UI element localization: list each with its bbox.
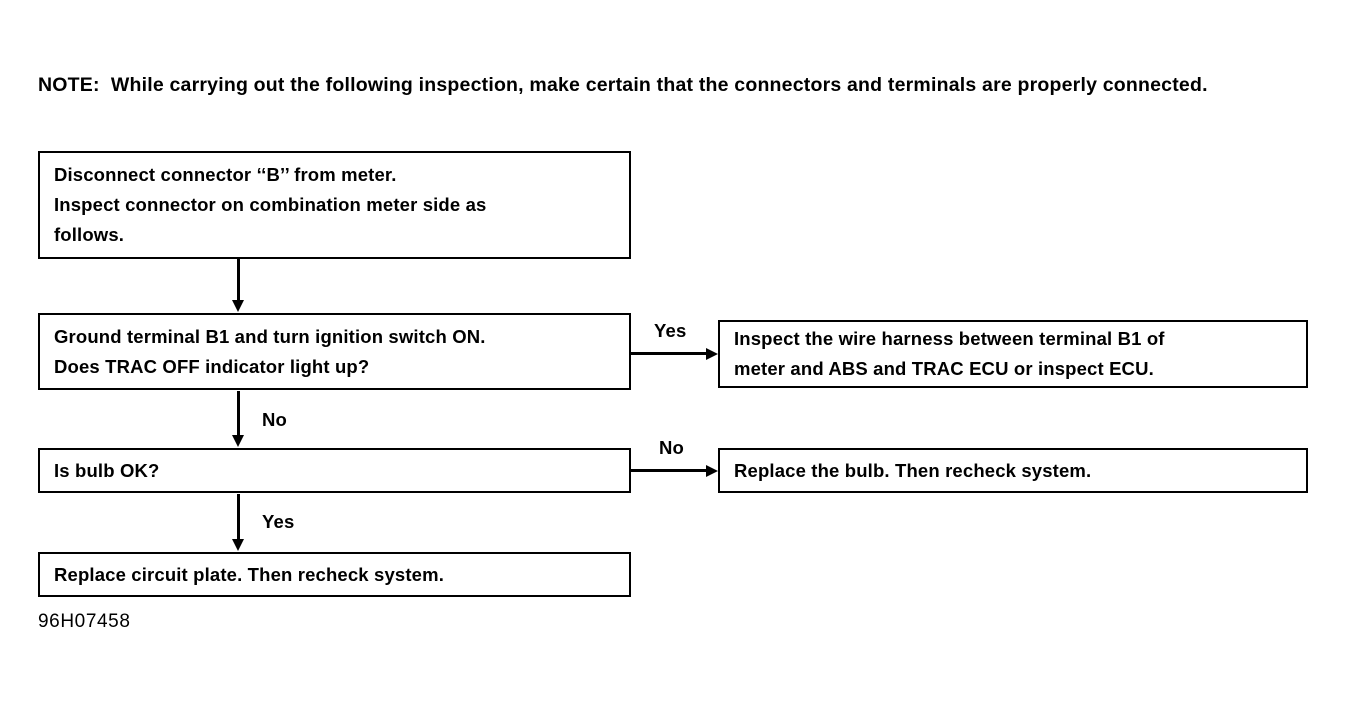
flow-box-inspect-wire-harness: Inspect the wire harness between termina… <box>718 320 1308 388</box>
connector-ground-to-harness-line <box>631 352 711 355</box>
branch-label-bulb-no: No <box>659 437 685 458</box>
connector-bulb-to-replacebulb-line <box>631 469 711 472</box>
flow-box-ground-terminal-b1: Ground terminal B1 and turn ignition swi… <box>38 313 631 390</box>
note-paragraph: NOTE: While carrying out the following i… <box>38 74 1208 96</box>
branch-label-ground-no: No <box>262 409 288 430</box>
flow-box-replace-circuit-plate: Replace circuit plate. Then recheck syst… <box>38 552 631 597</box>
flow-box-disconnect-connector: Disconnect connector ‘‘B’’ from meter. I… <box>38 151 631 259</box>
branch-label-bulb-yes: Yes <box>262 511 295 532</box>
figure-code-caption: 96H07458 <box>38 611 131 632</box>
connector-bulb-to-circuit-line <box>237 494 240 541</box>
branch-label-ground-yes: Yes <box>654 320 687 341</box>
arrow-down-icon-disconnect-to-ground <box>232 300 244 312</box>
arrow-down-icon-bulb-to-circuit <box>232 539 244 551</box>
connector-ground-to-bulb-line <box>237 391 240 437</box>
arrow-right-icon-bulb-to-replacebulb <box>706 465 718 477</box>
flow-box-replace-the-bulb: Replace the bulb. Then recheck system. <box>718 448 1308 493</box>
connector-disconnect-to-ground-line <box>237 259 240 303</box>
arrow-right-icon-ground-to-harness <box>706 348 718 360</box>
flow-box-is-bulb-ok: Is bulb OK? <box>38 448 631 493</box>
arrow-down-icon-ground-to-bulb <box>232 435 244 447</box>
